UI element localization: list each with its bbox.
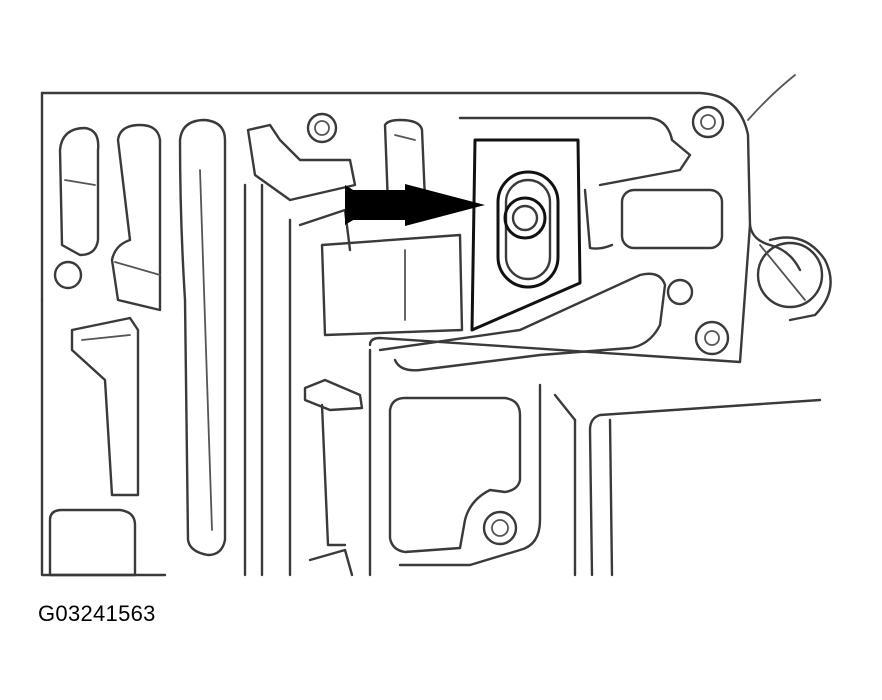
vertical-passages	[178, 118, 292, 577]
figure-id-label: G03241563	[38, 601, 156, 626]
retaining-bolt	[503, 196, 547, 240]
valve-body-diagram	[40, 74, 832, 577]
pointer-arrow	[345, 184, 485, 226]
center-block	[320, 233, 464, 337]
upper-center-features	[246, 112, 427, 252]
casting-outline	[40, 74, 802, 302]
left-channels	[40, 123, 167, 577]
bolt-slot	[496, 170, 560, 289]
right-ring	[756, 236, 832, 322]
upper-right-features	[458, 105, 725, 250]
diagonal-passage	[368, 223, 752, 372]
lower-chambers	[303, 348, 822, 577]
retainer-plate	[470, 138, 582, 332]
